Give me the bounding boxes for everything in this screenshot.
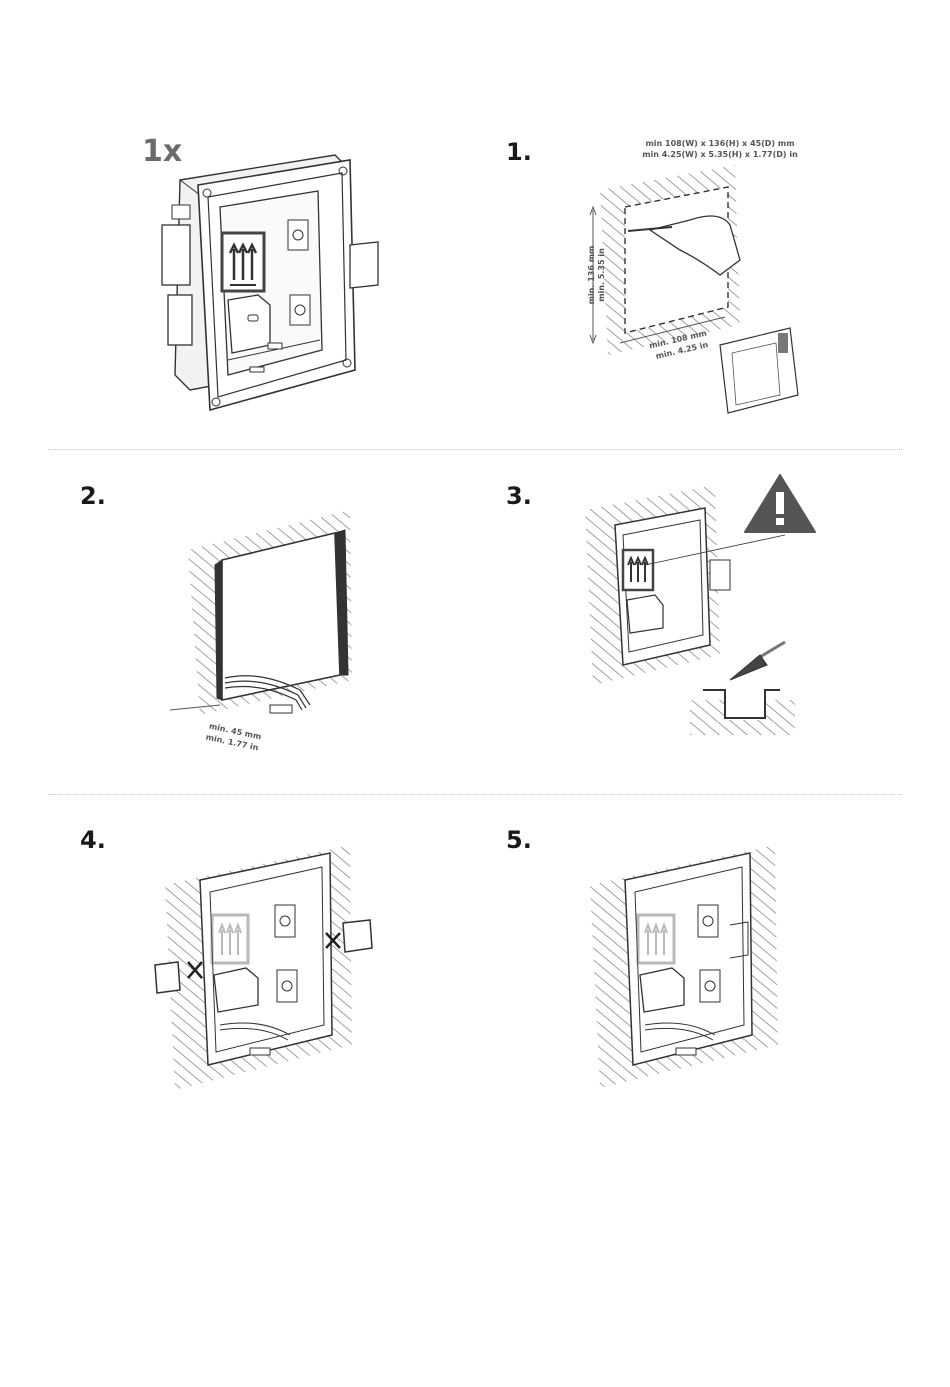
row-divider-1 <box>48 449 902 450</box>
cutout-dimensions-mm: min 108(W) x 136(H) x 45(D) mm <box>640 139 800 149</box>
wall-marking-illustration <box>580 165 800 425</box>
this-side-up-arrows-icon <box>212 915 248 963</box>
wall-cutout-illustration <box>160 500 370 730</box>
installed-box-illustration <box>590 840 790 1090</box>
step-2-number: 2. <box>80 484 106 508</box>
this-side-up-arrows-icon <box>623 550 653 590</box>
this-side-up-arrows-icon <box>222 233 264 291</box>
step-1-number: 1. <box>506 140 532 164</box>
box-insertion-illustration <box>585 470 825 740</box>
trowel-icon <box>730 642 785 680</box>
tab-removal-illustration <box>150 840 390 1100</box>
cutout-dimensions-in: min 4.25(W) x 5.35(H) x 1.77(D) in <box>640 150 800 160</box>
row-divider-2 <box>48 794 902 795</box>
this-side-up-arrows-icon <box>638 915 674 963</box>
height-label-in: min. 5.35 in <box>597 235 607 315</box>
step-5-number: 5. <box>506 828 532 852</box>
back-box-illustration <box>150 145 390 415</box>
step-4-number: 4. <box>80 828 106 852</box>
step-3-number: 3. <box>506 484 532 508</box>
height-label-mm: min. 136 mm <box>587 235 597 315</box>
warning-triangle-icon <box>745 475 815 532</box>
